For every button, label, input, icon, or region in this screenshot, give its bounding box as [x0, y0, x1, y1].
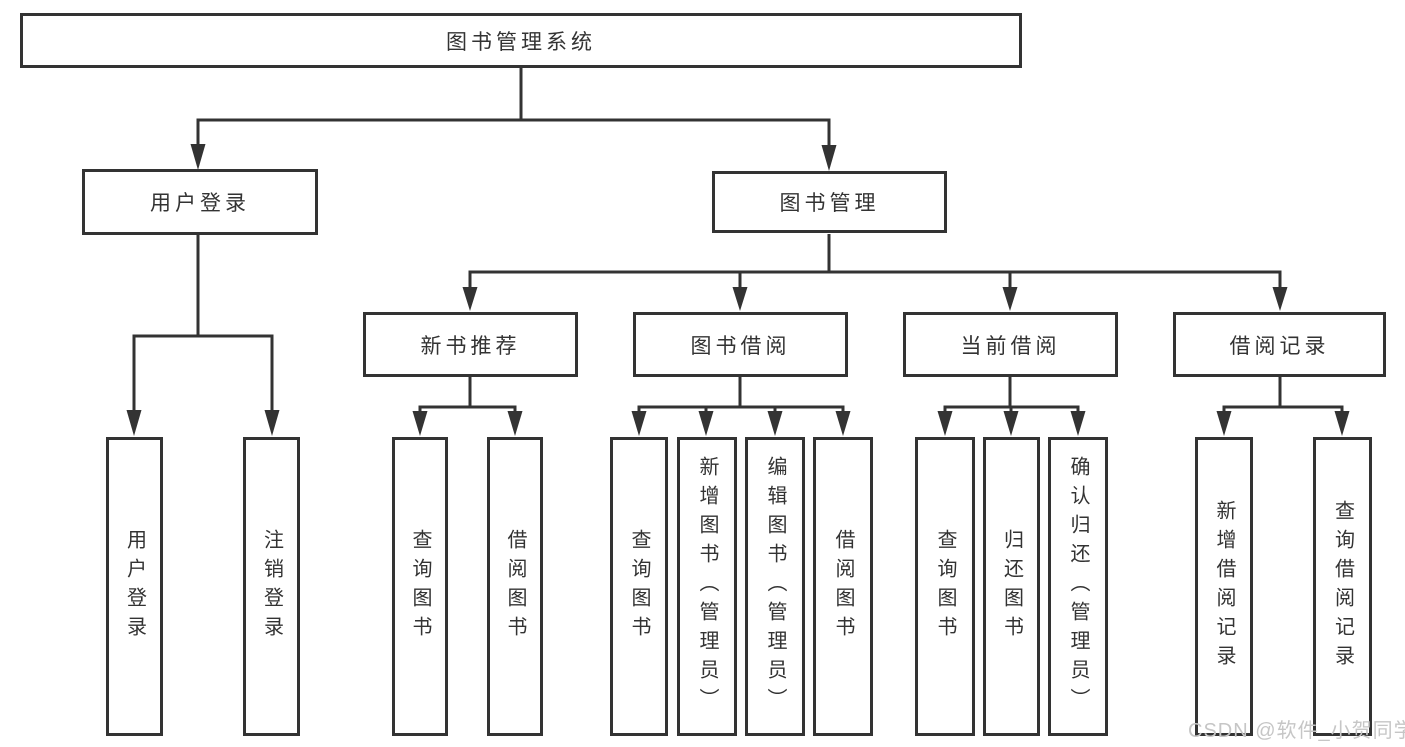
- node-borrow-records: 借阅记录: [1173, 312, 1386, 377]
- connector-user-login-to-leaves: [126, 235, 280, 436]
- leaf-borrow-books-2: 借阅图书: [813, 437, 873, 736]
- node-book-borrow: 图书借阅: [633, 312, 848, 377]
- leaf-borrow-books-2-label: 借阅图书: [832, 528, 854, 645]
- leaf-query-books-3-label: 查询图书: [934, 528, 956, 645]
- leaf-user-login-label: 用户登录: [123, 528, 146, 645]
- leaf-add-books-admin: 新增图书（管理员）: [677, 437, 737, 736]
- leaf-query-books-2-label: 查询图书: [628, 528, 650, 645]
- node-user-login-label: 用户登录: [150, 192, 250, 215]
- leaf-user-login: 用户登录: [106, 437, 163, 736]
- leaf-logout: 注销登录: [243, 437, 300, 736]
- leaf-edit-books-admin: 编辑图书（管理员）: [745, 437, 805, 736]
- node-book-borrow-label: 图书借阅: [690, 334, 791, 358]
- leaf-borrow-books-1-label: 借阅图书: [504, 528, 526, 645]
- node-current-borrow-label: 当前借阅: [960, 334, 1061, 358]
- leaf-logout-label: 注销登录: [260, 528, 283, 645]
- node-root-label: 图书管理系统: [446, 30, 596, 54]
- leaf-add-borrow-record-label: 新增借阅记录: [1213, 499, 1235, 674]
- leaf-query-books-2: 查询图书: [610, 437, 668, 736]
- leaf-query-borrow-record-label: 查询借阅记录: [1331, 499, 1354, 674]
- csdn-watermark: CSDN @软件_小贺同学: [1188, 720, 1405, 742]
- connector-current-borrow-to-leaves: [937, 377, 1086, 436]
- node-borrow-records-label: 借阅记录: [1229, 334, 1330, 358]
- leaf-edit-books-admin-label: 编辑图书（管理员）: [764, 456, 786, 717]
- leaf-query-books-1: 查询图书: [392, 437, 448, 736]
- leaf-query-books-1-label: 查询图书: [409, 528, 431, 645]
- node-new-book-recommend-label: 新书推荐: [420, 334, 521, 358]
- connector-borrow-records-to-leaves: [1216, 377, 1350, 436]
- leaf-confirm-return-admin-label: 确认归还（管理员）: [1067, 456, 1089, 717]
- connector-root-to-level2: [190, 68, 837, 171]
- connector-book-management-to-level3: [462, 234, 1288, 311]
- node-current-borrow: 当前借阅: [903, 312, 1118, 377]
- connector-new-book-to-leaves: [412, 377, 523, 436]
- leaf-query-borrow-record: 查询借阅记录: [1313, 437, 1372, 736]
- node-root: 图书管理系统: [20, 13, 1022, 68]
- leaf-add-borrow-record: 新增借阅记录: [1195, 437, 1253, 736]
- connector-book-borrow-to-leaves: [631, 377, 851, 436]
- leaf-query-books-3: 查询图书: [915, 437, 975, 736]
- node-user-login: 用户登录: [82, 169, 318, 235]
- node-book-management: 图书管理: [712, 171, 947, 233]
- leaf-add-books-admin-label: 新增图书（管理员）: [696, 456, 718, 717]
- leaf-return-books: 归还图书: [983, 437, 1040, 736]
- leaf-return-books-label: 归还图书: [1000, 528, 1023, 645]
- leaf-confirm-return-admin: 确认归还（管理员）: [1048, 437, 1108, 736]
- node-book-management-label: 图书管理: [779, 192, 880, 215]
- node-new-book-recommend: 新书推荐: [363, 312, 578, 377]
- leaf-borrow-books-1: 借阅图书: [487, 437, 543, 736]
